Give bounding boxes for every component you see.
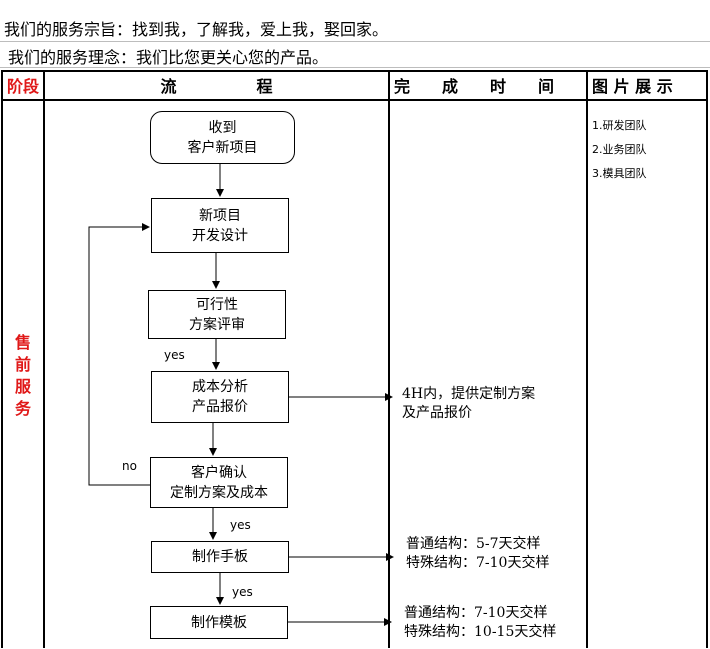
mission-statement: 我们的服务宗旨：找到我，了解我，爱上我，娶回家。: [4, 20, 389, 39]
step-line: 产品报价: [192, 399, 248, 415]
label-yes: yes: [232, 585, 253, 599]
stage-char: 售: [14, 333, 31, 352]
step-line: 制作手板: [192, 549, 248, 565]
step-line: 成本分析: [192, 379, 248, 395]
divider: [0, 67, 710, 68]
photo-item-rd-team: 1.研发团队: [592, 119, 647, 132]
step-line: 收到: [208, 119, 237, 136]
header-photos: 图 片 展 示: [592, 77, 673, 96]
step-feasibility: 可行性方案评审: [148, 290, 286, 339]
time-mold: 普通结构：7-10天交样 特殊结构：10-15天交样: [404, 604, 556, 642]
header-process: 流 程: [160, 77, 273, 96]
photo-item-mold-team: 3.模具团队: [592, 167, 647, 180]
step-receive-project: 收到客户新项目: [150, 111, 295, 164]
label-no: no: [122, 459, 137, 473]
stage-presales: 售 前 服 务: [3, 332, 43, 420]
stage-char: 务: [14, 399, 31, 418]
table-border: [586, 70, 588, 648]
table-border: [1, 70, 3, 648]
step-confirm: 客户确认定制方案及成本: [150, 457, 288, 508]
step-make-sample: 制作手板: [151, 541, 289, 573]
photo-item-sales-team: 2.业务团队: [592, 143, 647, 156]
step-line: 客户确认: [191, 464, 247, 481]
step-line: 客户新项目: [187, 139, 258, 156]
table-border: [43, 70, 45, 648]
time-line: 4H内，提供定制方案: [402, 386, 536, 402]
time-quote: 4H内，提供定制方案 及产品报价: [402, 385, 535, 423]
step-line: 方案评审: [189, 316, 245, 333]
time-line: 特殊结构：10-15天交样: [404, 624, 557, 640]
step-line: 定制方案及成本: [170, 484, 268, 501]
step-make-mold: 制作模板: [150, 606, 288, 639]
table-border: [1, 70, 708, 72]
step-design: 新项目开发设计: [151, 198, 289, 253]
arrow-no-loop: [88, 223, 150, 486]
time-line: 及产品报价: [402, 405, 472, 421]
time-sample: 普通结构：5-7天交样 特殊结构：7-10天交样: [406, 535, 549, 573]
divider: [0, 41, 710, 42]
header-time: 完 成 时 间: [394, 77, 555, 96]
step-line: 可行性: [196, 296, 238, 313]
stage-char: 服: [14, 377, 31, 396]
label-yes: yes: [230, 518, 251, 532]
step-costing: 成本分析产品报价: [151, 371, 289, 423]
concept-statement: 我们的服务理念：我们比您更关心您的产品。: [8, 48, 329, 67]
step-line: 开发设计: [192, 227, 248, 244]
time-line: 普通结构：5-7天交样: [406, 536, 541, 552]
header-stage: 阶段: [6, 77, 39, 96]
label-yes: yes: [164, 348, 185, 362]
time-line: 普通结构：7-10天交样: [404, 605, 548, 621]
table-border: [706, 70, 708, 648]
step-line: 新项目: [199, 207, 241, 224]
table-border: [1, 99, 708, 101]
table-border: [388, 70, 390, 648]
stage-char: 前: [14, 355, 31, 374]
process-table: 阶段 流 程 完 成 时 间 图 片 展 示 售 前 服 务: [1, 70, 708, 648]
time-line: 特殊结构：7-10天交样: [406, 555, 550, 571]
step-line: 制作模板: [191, 614, 247, 631]
